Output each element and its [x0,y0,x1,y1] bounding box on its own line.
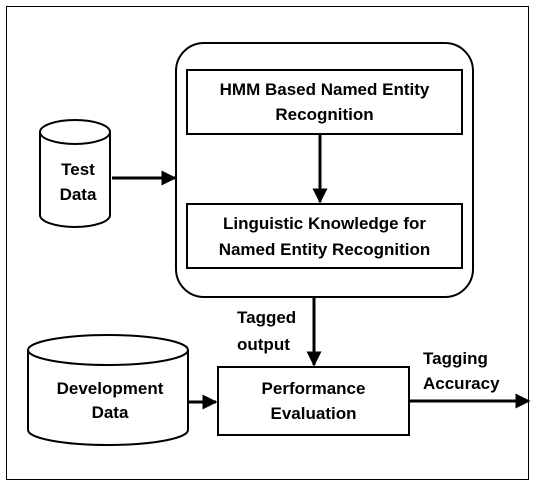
performance-evaluation-label-line2: Evaluation [271,404,357,423]
test-data-cylinder: Test Data [39,119,111,228]
hmm-ner-label-line1: HMM Based Named Entity [220,80,430,99]
development-data-label-line2: Data [92,403,129,422]
tagged-output-label-line2: output [237,335,290,354]
tagging-accuracy-label-line2: Accuracy [423,374,500,393]
tagged-output-label-line1: Tagged [237,308,296,327]
ner-module-container [175,42,474,298]
development-data-label-line1: Development [57,379,164,398]
linguistic-knowledge-box: Linguistic Knowledge for Named Entity Re… [186,203,463,269]
hmm-ner-box: HMM Based Named Entity Recognition [186,69,463,135]
tagging-accuracy-label-line1: Tagging [423,349,488,368]
performance-evaluation-label-line1: Performance [262,379,366,398]
performance-evaluation-box: Performance Evaluation [217,366,410,436]
test-data-label-line1: Test [61,160,95,179]
linguistic-knowledge-label-line2: Named Entity Recognition [219,240,431,259]
linguistic-knowledge-label-line1: Linguistic Knowledge for [223,214,426,233]
hmm-ner-label-line2: Recognition [275,105,373,124]
outer-frame [6,6,529,480]
development-data-cylinder: Development Data [27,334,189,446]
test-data-label-line2: Data [60,185,97,204]
